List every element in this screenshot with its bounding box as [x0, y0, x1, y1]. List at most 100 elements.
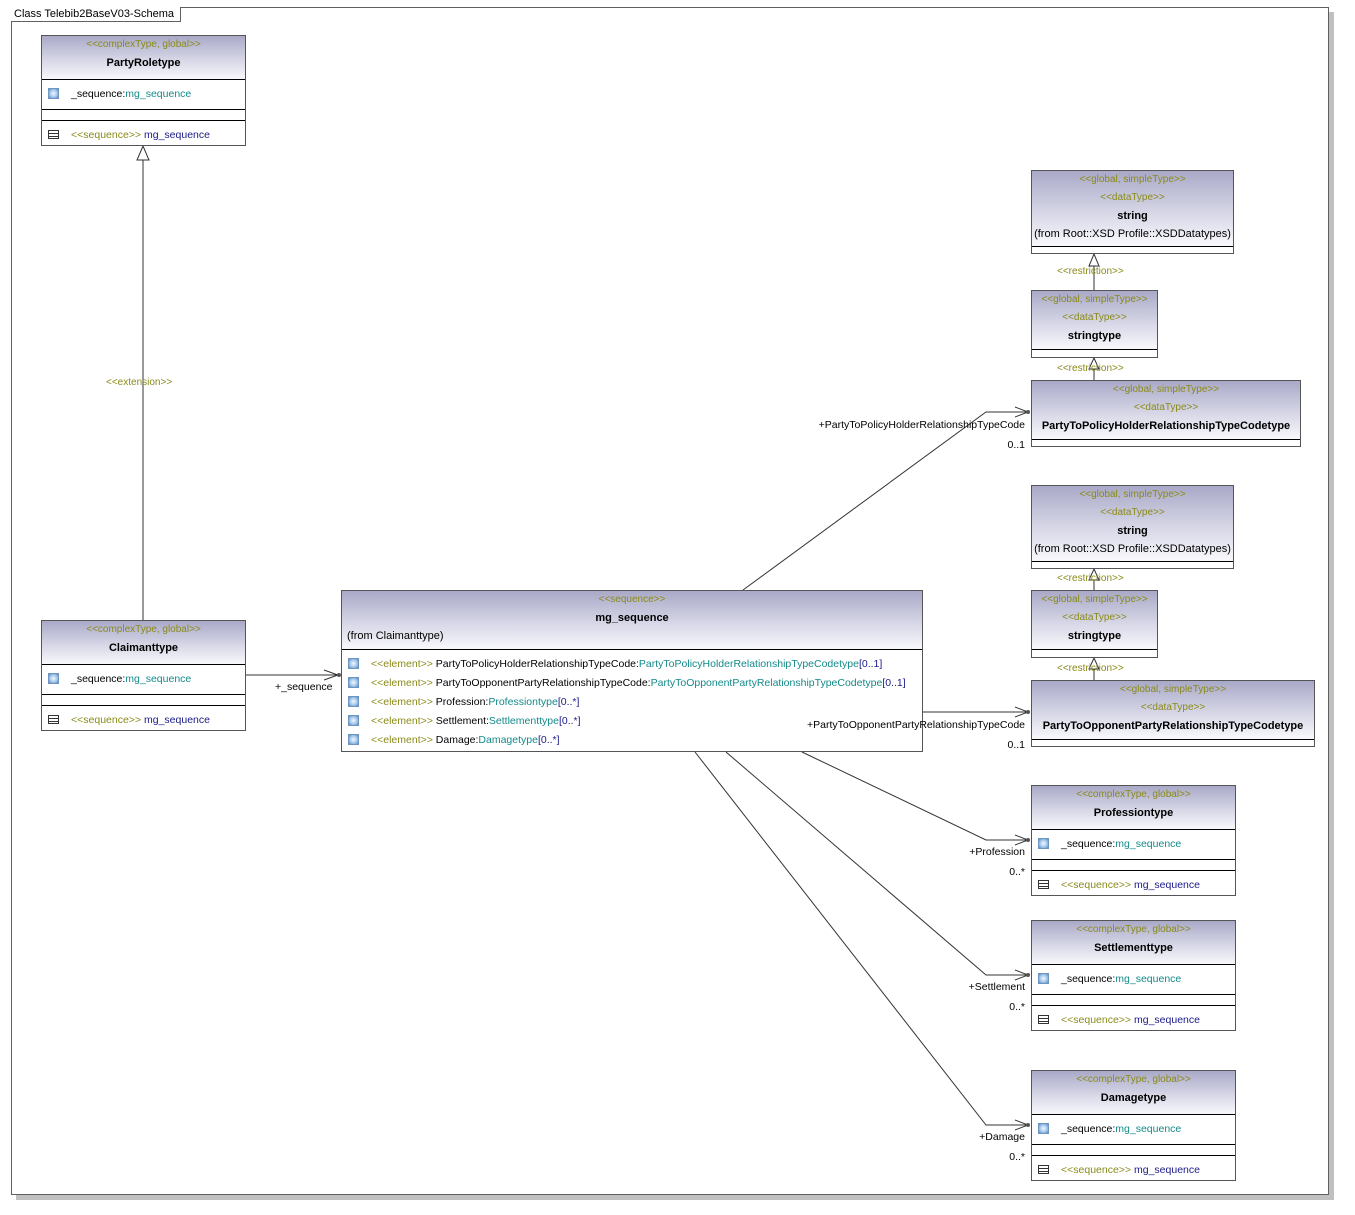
policyholder-association-line[interactable]	[742, 411, 1027, 591]
attribute-type: mg_sequence	[1115, 1123, 1182, 1135]
composition-end	[1026, 838, 1030, 842]
generalization-arrowhead	[1088, 567, 1100, 581]
composition-end	[1026, 410, 1030, 414]
attribute-row[interactable]: _sequence:mg_sequence	[42, 80, 245, 104]
attribute-icon	[48, 88, 59, 99]
stereotype: <<sequence>>	[598, 594, 666, 605]
class-string-bottom[interactable]: <<global, simpleType>> <<dataType>> stri…	[1031, 485, 1234, 569]
stereotype: <<dataType>>	[1140, 702, 1206, 713]
opponent-role-label: +PartyToOpponentPartyRelationshipTypeCod…	[806, 719, 1025, 731]
element-stereotype: <<element>>	[371, 734, 433, 746]
operation-row[interactable]: <<sequence>> mg_sequence	[42, 121, 245, 145]
element-multiplicity: [0..*]	[558, 715, 581, 727]
class-name: Settlementtype	[1094, 942, 1173, 954]
profession-association-line[interactable]	[801, 751, 1027, 841]
attribute-row[interactable]: _sequence:mg_sequence	[1032, 965, 1235, 989]
attribute-name: _sequence:	[1061, 838, 1116, 850]
restriction-label: <<restriction>>	[1057, 363, 1124, 374]
stereotype: <<global, simpleType>>	[1119, 684, 1227, 695]
operation-row[interactable]: <<sequence>> mg_sequence	[1032, 1156, 1235, 1180]
damage-association-line[interactable]	[694, 751, 1027, 1126]
operation-icon	[1038, 880, 1049, 889]
attribute-type: mg_sequence	[1115, 973, 1182, 985]
class-name: Claimanttype	[108, 642, 179, 654]
class-professiontype[interactable]: <<complexType, global>> Professiontype _…	[1031, 785, 1236, 896]
operation-row[interactable]: <<sequence>> mg_sequence	[42, 706, 245, 730]
attribute-type: mg_sequence	[1115, 838, 1182, 850]
diagram-title: Class Telebib2BaseV03-Schema	[11, 7, 181, 22]
attribute-icon	[1038, 973, 1049, 984]
attribute-row[interactable]: _sequence:mg_sequence	[1032, 1115, 1235, 1139]
class-opponent-codetype[interactable]: <<global, simpleType>> <<dataType>> Part…	[1031, 680, 1315, 747]
element-stereotype: <<element>>	[371, 715, 433, 727]
class-partyroletype[interactable]: <<complexType, global>> PartyRoletype _s…	[41, 35, 246, 146]
class-name: stringtype	[1067, 330, 1122, 342]
operation-icon	[1038, 1015, 1049, 1024]
operation-row[interactable]: <<sequence>> mg_sequence	[1032, 871, 1235, 895]
class-policyholder-codetype[interactable]: <<global, simpleType>> <<dataType>> Part…	[1031, 380, 1301, 447]
stereotype: <<global, simpleType>>	[1112, 384, 1220, 395]
element-row[interactable]: <<element>> Settlement:Settlementtype[0.…	[342, 712, 922, 731]
element-row[interactable]: <<element>> PartyToPolicyHolderRelations…	[342, 655, 922, 674]
operation-stereotype: <<sequence>>	[71, 714, 142, 726]
class-stringtype-top[interactable]: <<global, simpleType>> <<dataType>> stri…	[1031, 290, 1158, 358]
sequence-role-label: +_sequence	[275, 681, 333, 693]
element-type: Settlementtype	[488, 715, 559, 727]
class-stringtype-bottom[interactable]: <<global, simpleType>> <<dataType>> stri…	[1031, 590, 1158, 658]
element-row[interactable]: <<element>> Profession:Professiontype[0.…	[342, 693, 922, 712]
class-name: Damagetype	[1100, 1092, 1167, 1104]
attribute-icon	[48, 673, 59, 684]
class-name: string	[1117, 525, 1148, 537]
element-icon	[348, 734, 359, 745]
settlement-role-label: +Settlement	[968, 981, 1025, 993]
stereotype: <<dataType>>	[1062, 312, 1127, 323]
attribute-row[interactable]: _sequence:mg_sequence	[42, 665, 245, 689]
element-stereotype: <<element>>	[371, 696, 433, 708]
class-mg-sequence[interactable]: <<sequence>> mg_sequence (from Claimantt…	[341, 590, 923, 752]
damage-multiplicity: 0..*	[1009, 1151, 1025, 1163]
class-settlementtype[interactable]: <<complexType, global>> Settlementtype _…	[1031, 920, 1236, 1031]
element-type: Damagetype	[478, 734, 538, 746]
generalization-arrowhead	[1088, 656, 1100, 670]
composition-end	[1026, 1123, 1030, 1127]
policyholder-role-label: +PartyToPolicyHolderRelationshipTypeCode	[818, 419, 1025, 431]
stereotype: <<complexType, global>>	[1076, 924, 1191, 935]
from-package: (from Claimanttype)	[347, 630, 444, 642]
restriction-label: <<restriction>>	[1057, 573, 1124, 584]
class-string-top[interactable]: <<global, simpleType>> <<dataType>> stri…	[1031, 170, 1234, 254]
class-claimanttype[interactable]: <<complexType, global>> Claimanttype _se…	[41, 620, 246, 731]
operation-stereotype: <<sequence>>	[1061, 879, 1132, 891]
operation-row[interactable]: <<sequence>> mg_sequence	[1032, 1006, 1235, 1030]
operation-name: mg_sequence	[1131, 1014, 1200, 1026]
class-name: PartyToOpponentPartyRelationshipTypeCode…	[1042, 720, 1304, 732]
element-row[interactable]: <<element>> PartyToOpponentPartyRelation…	[342, 674, 922, 693]
operation-name: mg_sequence	[1131, 879, 1200, 891]
restriction-label: <<restriction>>	[1057, 266, 1124, 277]
operation-stereotype: <<sequence>>	[1061, 1014, 1132, 1026]
attribute-row[interactable]: _sequence:mg_sequence	[1032, 830, 1235, 854]
stereotype: <<complexType, global>>	[86, 624, 201, 635]
stereotype: <<dataType>>	[1133, 402, 1199, 413]
element-multiplicity: [0..*]	[537, 734, 560, 746]
stereotype: <<global, simpleType>>	[1079, 174, 1186, 185]
composition-end	[337, 673, 341, 677]
settlement-association-line[interactable]	[725, 751, 1027, 976]
profession-role-label: +Profession	[969, 846, 1025, 858]
element-type: PartyToPolicyHolderRelationshipTypeCodet…	[638, 658, 859, 670]
stereotype: <<global, simpleType>>	[1041, 594, 1148, 605]
composition-end	[1026, 710, 1030, 714]
policyholder-multiplicity: 0..1	[1007, 439, 1025, 451]
from-package: (from Root::XSD Profile::XSDDatatypes)	[1034, 228, 1231, 240]
attribute-name: _sequence:	[1061, 973, 1116, 985]
element-row[interactable]: <<element>> Damage:Damagetype[0..*]	[342, 731, 922, 750]
stereotype: <<dataType>>	[1100, 192, 1165, 203]
class-name: PartyRoletype	[106, 57, 181, 69]
damage-role-label: +Damage	[979, 1131, 1025, 1143]
operation-name: mg_sequence	[141, 714, 210, 726]
class-name: string	[1117, 210, 1148, 222]
attribute-icon	[1038, 838, 1049, 849]
stereotype: <<dataType>>	[1062, 612, 1127, 623]
class-damagetype[interactable]: <<complexType, global>> Damagetype _sequ…	[1031, 1070, 1236, 1181]
stereotype: <<global, simpleType>>	[1079, 489, 1186, 500]
operation-stereotype: <<sequence>>	[71, 129, 142, 141]
